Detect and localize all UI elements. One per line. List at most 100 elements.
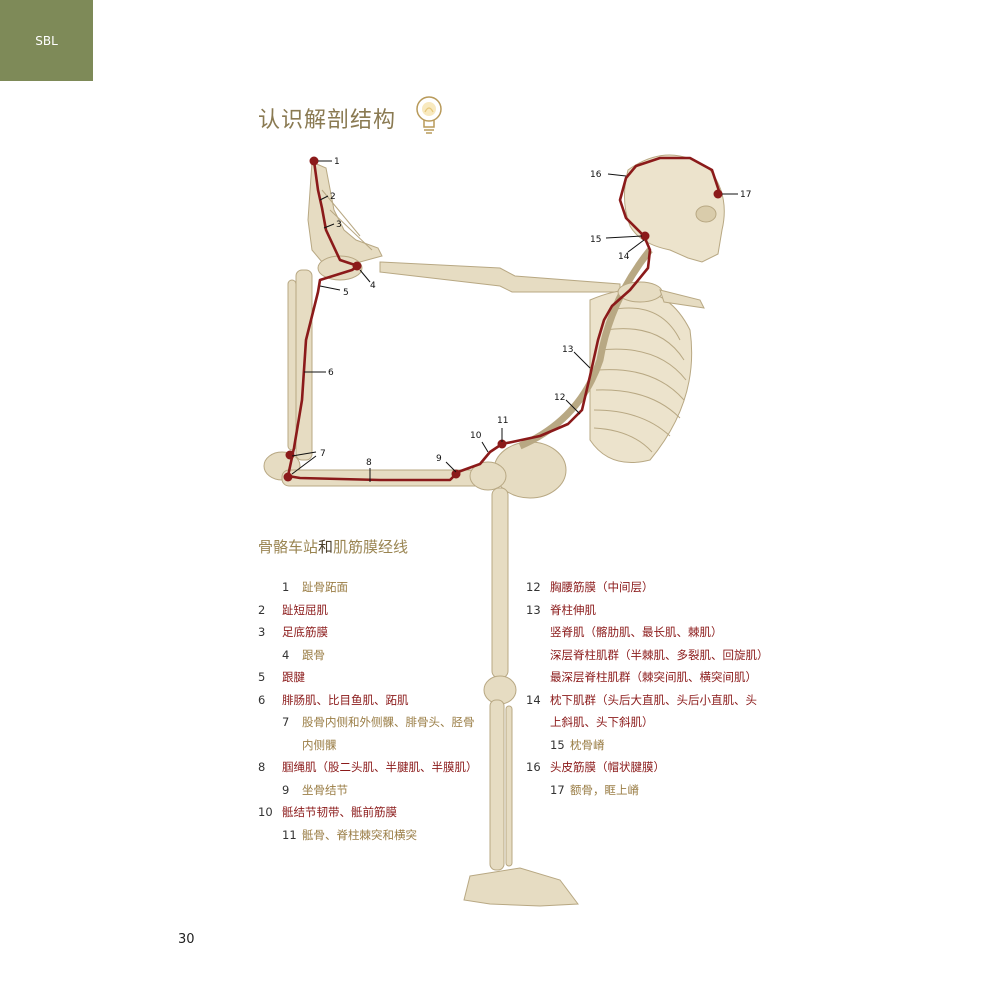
legend-item-text: 足底筋膜 (282, 625, 328, 639)
legend-item: 15 枕骨嵴 (526, 734, 776, 757)
legend-item-text: 枕下肌群（头后大直肌、头后小直肌、头 (550, 692, 757, 707)
legend-left-column: 1 趾骨跖面 2 趾短屈肌 3 足底筋膜 4 跟骨 5 跟腱 6 腓肠肌、比目鱼肌、跖肌 7 股骨内侧和外… (258, 576, 498, 846)
legend-item-number: 8 (258, 760, 266, 774)
legend-item-text: 竖脊肌（髂肋肌、最长肌、棘肌） (550, 625, 723, 639)
page-number: 30 (178, 932, 195, 947)
legend-item-text: 趾短屈肌 (282, 602, 328, 617)
label-7: 7 (320, 449, 326, 459)
station-dot-17 (713, 189, 723, 199)
legend-item-number: 15 (550, 737, 565, 752)
legend-item: 16 头皮筋膜（帽状腱膜） (526, 756, 776, 779)
legend-item: 3 足底筋膜 (258, 621, 498, 644)
label-2: 2 (330, 192, 336, 202)
legend-item: 最深层脊柱肌群（棘突间肌、横突间肌） (526, 666, 776, 689)
legend-title: 骨骼车站和肌筋膜经线 (258, 536, 408, 557)
label-13: 13 (562, 345, 573, 355)
legend-item-text: 额骨，眶上嵴 (570, 782, 639, 797)
legend-item-text: 腘绳肌（股二头肌、半腱肌、半膜肌） (282, 760, 478, 774)
label-10: 10 (470, 431, 482, 441)
legend-right-column: 12 胸腰筋膜（中间层） 13 脊柱伸肌竖脊肌（髂肋肌、最长肌、棘肌） 深层脊柱肌群（半… (526, 576, 776, 801)
legend-item: 7 股骨内侧和外侧髁、腓骨头、胫骨 (258, 711, 498, 734)
legend-item: 深层脊柱肌群（半棘肌、多裂肌、回旋肌） (526, 644, 776, 667)
legend-item-text: 胸腰筋膜（中间层） (550, 580, 654, 594)
superficial-back-line (283, 156, 723, 482)
station-dot-1 (309, 156, 319, 166)
legend-item: 5 跟腱 (258, 666, 498, 689)
figure-labels: 1 2 3 4 5 6 7 8 9 10 11 12 13 14 15 16 1… (320, 157, 751, 468)
legend-item: 10 骶结节韧带、骶前筋膜 (258, 801, 498, 824)
legend-item-text: 内侧髁 (302, 737, 337, 752)
legend-item: 8 腘绳肌（股二头肌、半腱肌、半膜肌） (258, 756, 498, 779)
legend-item-number: 9 (282, 782, 290, 797)
station-dot-7a (285, 450, 295, 460)
legend-item-number: 1 (282, 580, 290, 594)
legend-item-number: 13 (526, 602, 541, 617)
legend-item: 12 胸腰筋膜（中间层） (526, 576, 776, 599)
label-8: 8 (366, 458, 372, 468)
legend-item: 1 趾骨跖面 (258, 576, 498, 599)
label-14: 14 (618, 252, 630, 262)
label-3: 3 (336, 220, 342, 230)
legend-item-number: 14 (526, 692, 541, 707)
legend-item-text: 骶骨、脊柱棘突和横突 (302, 827, 417, 842)
legend-item: 4 跟骨 (258, 644, 498, 667)
legend-item-text: 跟骨 (302, 647, 325, 662)
label-17: 17 (740, 190, 751, 200)
legend-item-text: 深层脊柱肌群（半棘肌、多裂肌、回旋肌） (550, 647, 769, 662)
legend-item-text: 股骨内侧和外侧髁、腓骨头、胫骨 (302, 715, 475, 729)
legend-item-number: 5 (258, 670, 266, 684)
legend-item: 竖脊肌（髂肋肌、最长肌、棘肌） (526, 621, 776, 644)
legend-title-lines: 肌筋膜经线 (333, 538, 409, 556)
legend-item: 内侧髁 (258, 734, 498, 757)
section-tab: SBL (0, 0, 93, 81)
legend-item: 17 额骨，眶上嵴 (526, 779, 776, 802)
legend-item-number: 2 (258, 602, 266, 617)
legend-item-number: 17 (550, 782, 565, 797)
lightbulb-icon (416, 96, 442, 134)
legend-item-number: 3 (258, 625, 266, 639)
label-12: 12 (554, 393, 565, 403)
legend-item-text: 跟腱 (282, 670, 305, 684)
label-11: 11 (497, 416, 508, 426)
legend-title-and: 和 (318, 538, 334, 556)
legend-item-text: 骶结节韧带、骶前筋膜 (282, 805, 397, 819)
label-4: 4 (370, 281, 376, 291)
station-dot-15 (640, 231, 650, 241)
leader-lines (291, 160, 738, 482)
legend-item-number: 6 (258, 692, 266, 707)
legend-item-text: 趾骨跖面 (302, 580, 348, 594)
legend-title-stations: 骨骼车站 (258, 538, 319, 556)
page-heading: 认识解剖结构 (258, 108, 397, 133)
station-dot-9 (451, 469, 461, 479)
section-tab-label: SBL (35, 33, 58, 48)
legend-item-text: 头皮筋膜（帽状腱膜） (550, 760, 665, 774)
station-dot-7b (283, 472, 293, 482)
legend-item: 14 枕下肌群（头后大直肌、头后小直肌、头 (526, 689, 776, 712)
legend-item: 6 腓肠肌、比目鱼肌、跖肌 (258, 689, 498, 712)
legend-item: 11 骶骨、脊柱棘突和横突 (258, 824, 498, 847)
label-1: 1 (334, 157, 340, 167)
legend-item-number: 16 (526, 760, 541, 774)
label-5: 5 (343, 288, 349, 298)
legend-item-text: 脊柱伸肌 (550, 602, 596, 617)
label-6: 6 (328, 368, 334, 378)
legend-item-text: 枕骨嵴 (570, 737, 605, 752)
legend-item-text: 上斜肌、头下斜肌） (550, 715, 654, 729)
station-dot-11 (497, 439, 507, 449)
legend-item-number: 7 (282, 715, 290, 729)
legend-item-number: 10 (258, 805, 273, 819)
label-9: 9 (436, 454, 442, 464)
skeleton-illustration (263, 154, 725, 907)
legend-item: 13 脊柱伸肌 (526, 599, 776, 622)
legend-item-number: 12 (526, 580, 541, 594)
legend-item-text: 腓肠肌、比目鱼肌、跖肌 (282, 692, 409, 707)
legend-item: 上斜肌、头下斜肌） (526, 711, 776, 734)
legend-item: 2 趾短屈肌 (258, 599, 498, 622)
label-15: 15 (590, 235, 601, 245)
legend-item-number: 11 (282, 827, 297, 842)
label-16: 16 (590, 170, 602, 180)
station-dot-4 (352, 261, 362, 271)
legend-item-number: 4 (282, 647, 290, 662)
